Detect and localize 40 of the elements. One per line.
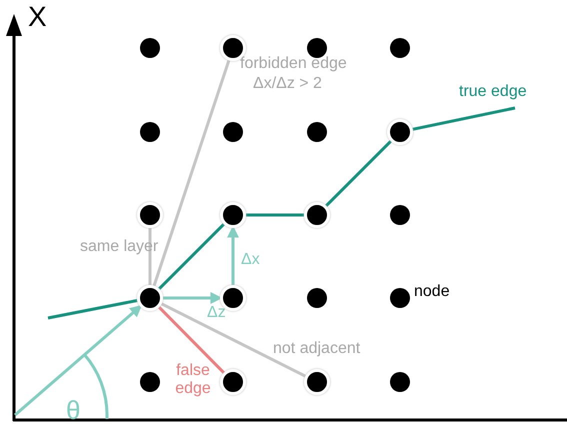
connector-line [148, 228, 152, 285]
edge-label: Δx [241, 251, 260, 269]
node-dot [140, 122, 160, 142]
node-dot [390, 372, 410, 392]
arrow [227, 226, 239, 285]
node-dot [307, 122, 327, 142]
edge-label: Δz [207, 304, 226, 322]
node-dot [390, 205, 410, 225]
node-dot [137, 202, 163, 228]
node-dot [307, 288, 327, 308]
node-dot [220, 202, 246, 228]
edge-label: forbidden edge [240, 55, 347, 73]
node-label: node [414, 283, 450, 301]
connector-line [412, 106, 516, 131]
node-dot [223, 122, 243, 142]
node-dot [390, 288, 410, 308]
connector-line [158, 223, 225, 290]
connector-line [158, 306, 225, 374]
node-dot [220, 369, 246, 395]
node-dot [304, 369, 330, 395]
connector-line [325, 140, 392, 207]
node-dot [387, 119, 413, 145]
edge-label: true edge [459, 83, 527, 101]
connector-line [160, 302, 306, 378]
node-dot [140, 372, 160, 392]
connector-line [246, 214, 304, 216]
angle-label: θ [66, 396, 80, 424]
connector-line [152, 60, 230, 286]
axis-label: X [28, 2, 47, 32]
node-dot [390, 38, 410, 58]
node-dot [307, 38, 327, 58]
node-dot [304, 202, 330, 228]
ratio-label: Δx/Δz > 2 [253, 75, 322, 93]
node-dot [137, 285, 163, 311]
arrow [14, 304, 142, 416]
arrow [163, 292, 222, 304]
node-dot [140, 38, 160, 58]
edge-label: not adjacent [273, 340, 360, 358]
edge-label: false edge [174, 362, 212, 398]
connector-line [48, 299, 138, 320]
